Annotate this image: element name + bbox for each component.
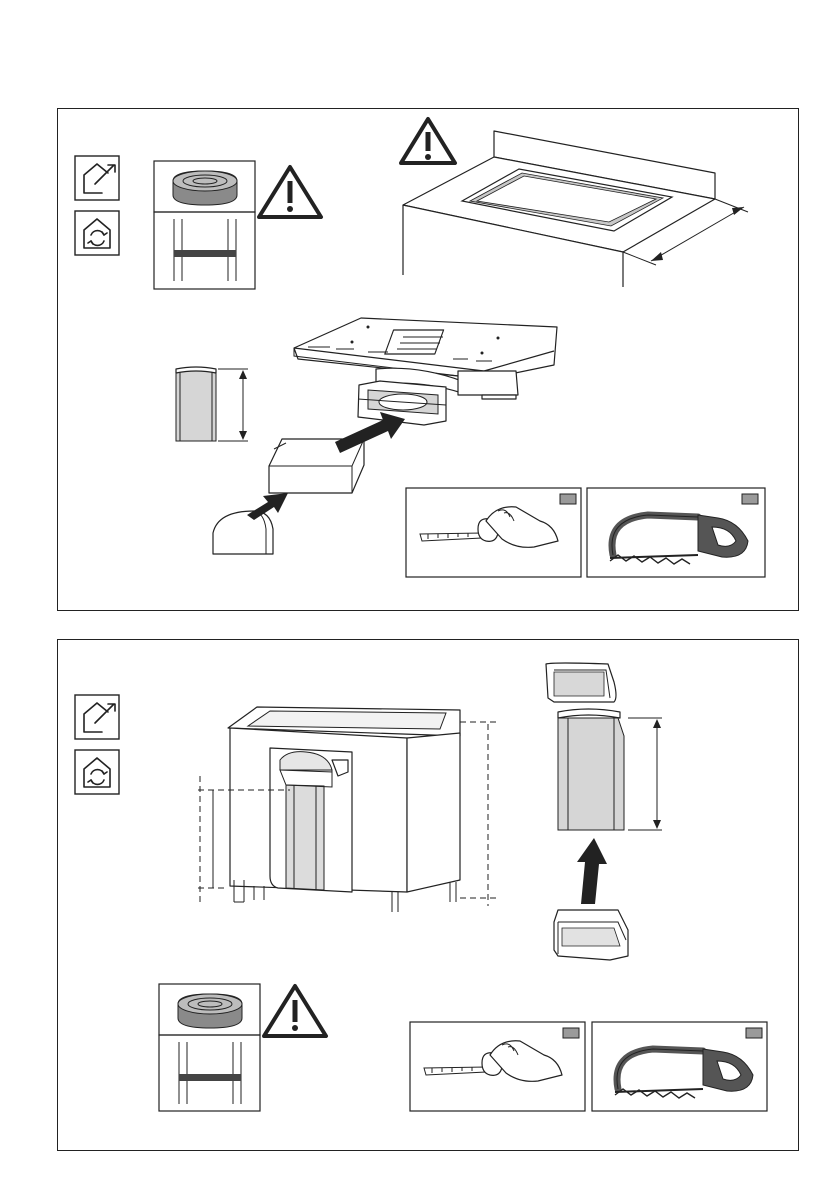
taped-duct-joint-icon	[159, 1035, 260, 1111]
warning-triangle-icon	[401, 119, 455, 163]
sealing-tape-roll-icon	[159, 984, 260, 1035]
house-vent-out-icon	[75, 156, 119, 200]
duct-extension-illustration	[546, 663, 662, 960]
sealing-tape-roll-icon	[154, 161, 255, 212]
vented-hob-illustration	[294, 318, 557, 425]
worktop-cutout-illustration	[403, 131, 748, 287]
warning-triangle-icon	[264, 986, 326, 1036]
duct-elbow-illustration	[213, 511, 273, 554]
taped-duct-joint-icon	[154, 212, 255, 289]
house-recirculation-icon	[75, 750, 119, 794]
tape-measure-icon	[410, 1022, 585, 1111]
panel-top	[57, 108, 799, 611]
hacksaw-icon	[592, 1022, 767, 1111]
panel-top-illustration	[58, 109, 800, 612]
tape-measure-icon	[406, 488, 581, 577]
duct-length-dimension-icon	[176, 367, 248, 441]
kitchen-cabinet-illustration	[198, 707, 498, 912]
house-recirculation-icon	[75, 211, 119, 255]
panel-bottom	[57, 639, 799, 1151]
panel-bottom-illustration	[58, 640, 800, 1152]
warning-triangle-icon	[259, 167, 321, 217]
hacksaw-icon	[587, 488, 765, 577]
house-vent-out-icon	[75, 695, 119, 739]
